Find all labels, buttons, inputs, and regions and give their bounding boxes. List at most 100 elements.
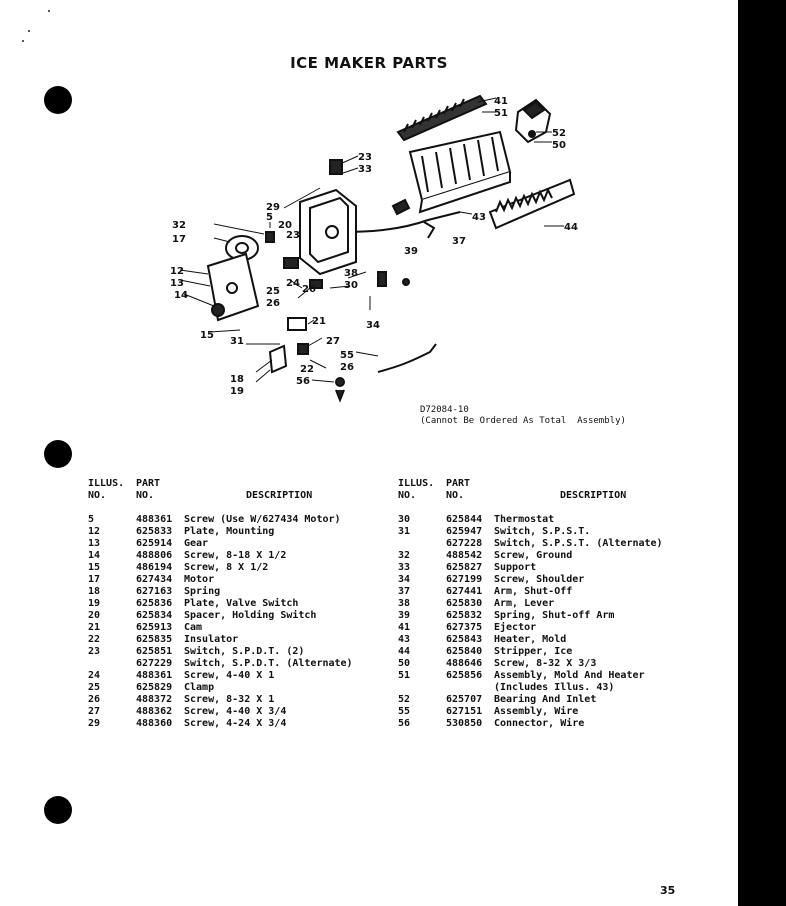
callout-32: 32 [172, 220, 186, 231]
part-no: 625833 [136, 526, 173, 537]
callout-29: 29 [266, 202, 280, 213]
part-no: 488372 [136, 694, 173, 705]
callout-44: 44 [564, 222, 578, 233]
diagram-reference: D72084-10(Cannot Be Ordered As Total Ass… [420, 405, 626, 427]
bearing-shape [514, 98, 552, 144]
part-no: 627228 [446, 538, 483, 549]
diagram-svg: 41 51 52 50 23 33 29 5 20 23 32 17 44 43… [170, 94, 578, 403]
illus-no: 24 [88, 670, 101, 681]
description: Switch, S.P.S.T. (Alternate) [494, 538, 663, 549]
description: Screw, Ground [494, 550, 573, 561]
illus-no: 14 [88, 550, 101, 561]
callout-26c: 26 [340, 362, 354, 373]
illus-no: 27 [88, 706, 101, 717]
part-no: 625844 [446, 514, 483, 525]
part-no: 625840 [446, 646, 483, 657]
part-no: 625856 [446, 670, 483, 681]
callout-17: 17 [172, 234, 186, 245]
description: Gear [184, 538, 209, 549]
header-illus-2: NO. [398, 490, 417, 501]
callout-19: 19 [230, 386, 244, 397]
table-header: ILLUS. NO. PART NO. DESCRIPTION [88, 478, 388, 502]
table-row: 627229 Switch, S.P.D.T. (Alternate) [88, 658, 388, 670]
callout-56: 56 [296, 376, 310, 387]
part-no: 625914 [136, 538, 173, 549]
part-no: 488361 [136, 670, 173, 681]
binder-hole-top [44, 86, 72, 114]
callout-22: 22 [300, 364, 314, 375]
callout-33: 33 [358, 164, 372, 175]
callout-37: 37 [452, 236, 466, 247]
description: Switch, S.P.D.T. (Alternate) [184, 658, 353, 669]
description: Screw, 4-40 X 1 [184, 670, 275, 681]
page-number: 35 [660, 884, 676, 897]
description: Screw, 8-32 X 1 [184, 694, 275, 705]
motor-shape [225, 235, 259, 261]
header-description: DESCRIPTION [560, 490, 627, 501]
mounting-plate-shape [206, 252, 260, 322]
callout-13: 13 [170, 278, 184, 289]
part-no: 625834 [136, 610, 173, 621]
description: Spring, Shut-off Arm [494, 610, 615, 621]
illus-no: 41 [398, 622, 411, 633]
stripper-shape [488, 178, 576, 230]
description: Switch, S.P.S.T. [494, 526, 591, 537]
description: Screw, 8-32 X 3/3 [494, 658, 597, 669]
scan-speck [48, 10, 50, 12]
description: Connector, Wire [494, 718, 585, 729]
part-no: 488361 [136, 514, 173, 525]
callout-38: 38 [344, 268, 358, 279]
part-no: 627229 [136, 658, 173, 669]
table-row: 24 488361 Screw, 4-40 X 1 [88, 670, 388, 682]
description: Ejector [494, 622, 537, 633]
description: Assembly, Mold And Heater [494, 670, 645, 681]
illus-no: 26 [88, 694, 101, 705]
callout-26b: 26 [266, 298, 280, 309]
description: Cam [184, 622, 203, 633]
header-illus-1: ILLUS. [88, 478, 125, 489]
description: Plate, Mounting [184, 526, 275, 537]
header-part-1: PART [446, 478, 471, 489]
callout-20: 20 [278, 220, 292, 231]
part-no: 488542 [446, 550, 483, 561]
illus-no: 22 [88, 634, 101, 645]
callout-23b: 23 [286, 230, 300, 241]
part-no: 488362 [136, 706, 173, 717]
callout-31: 31 [230, 336, 244, 347]
part-no: 627441 [446, 586, 483, 597]
part-no: 625947 [446, 526, 483, 537]
housing-shape [299, 159, 357, 276]
callout-14: 14 [174, 290, 188, 301]
illus-no: 21 [88, 622, 101, 633]
illus-no: 56 [398, 718, 411, 729]
scan-speck [22, 40, 24, 42]
callout-55: 55 [340, 350, 354, 361]
small-parts-shape [265, 231, 437, 403]
description: Arm, Shut-Off [494, 586, 573, 597]
part-no: 627151 [446, 706, 483, 717]
illus-no: 43 [398, 634, 411, 645]
illus-no: 20 [88, 610, 101, 621]
description: Plate, Valve Switch [184, 598, 299, 609]
page-title: ICE MAKER PARTS [290, 54, 448, 72]
header-illus-1: ILLUS. [398, 478, 435, 489]
